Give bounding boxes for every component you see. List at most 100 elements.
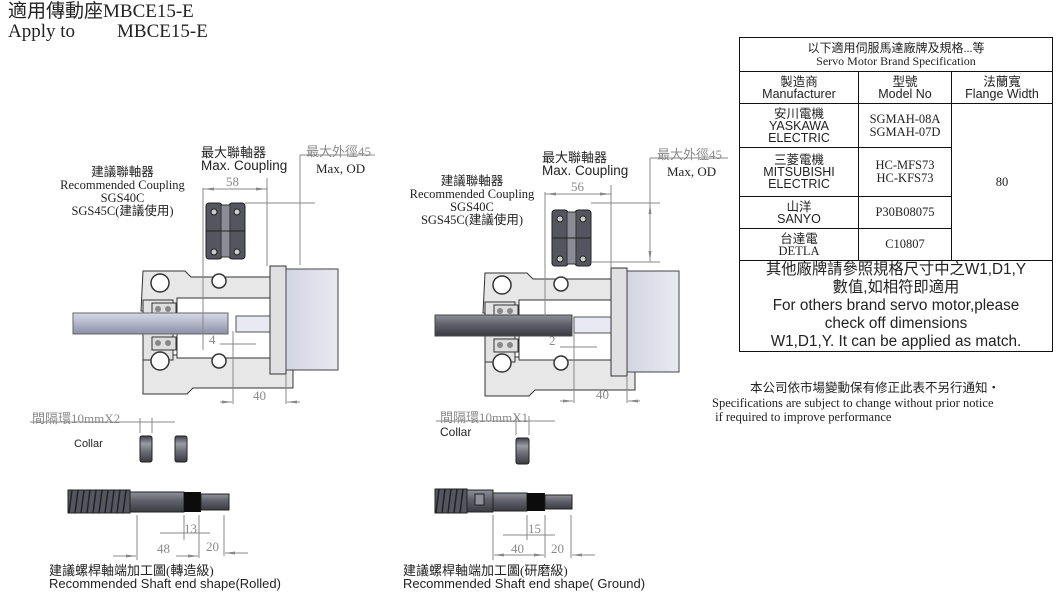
left-motor-dimension: 40 bbox=[253, 388, 266, 403]
left-motor bbox=[285, 268, 339, 371]
right-shaft-caption-zh: 建議螺桿軸端加工圖(研磨級) bbox=[403, 563, 568, 578]
right-rec-coupling-model-2: SGS45C(建議使用) bbox=[420, 213, 524, 227]
left-coupling-length: 58 bbox=[226, 174, 239, 189]
column-header-zh: 型號 bbox=[892, 74, 918, 89]
left-shaft-caption: 建議螺桿軸端加工圖(轉造級) Recommended Shaft end sha… bbox=[49, 564, 281, 590]
spec-table-title-zh: 以下適用伺服馬達廠牌及規格...等 bbox=[807, 41, 985, 55]
manufacturer-en: ELECTRIC bbox=[768, 130, 830, 145]
model-no: SGMAH-07D bbox=[869, 124, 941, 139]
left-collar-en: Collar bbox=[74, 438, 103, 450]
right-rec-coupling-en: Recommended Coupling bbox=[409, 187, 535, 201]
left-rec-coupling-model-1: SGS40C bbox=[100, 191, 145, 205]
right-shaft-dim-40: 40 bbox=[511, 541, 524, 556]
right-collar-zh: 間隔環10mmX1 bbox=[440, 410, 529, 425]
manufacturer-en: DETLA bbox=[778, 243, 820, 258]
model-no: HC-KFS73 bbox=[876, 171, 934, 185]
manufacturer-cell: 安川電機 YASKAWA ELECTRIC bbox=[739, 103, 859, 148]
right-shaft-dim-20: 20 bbox=[551, 541, 564, 556]
right-max-coupling-zh: 最大聯軸器 bbox=[542, 150, 608, 165]
flange-width-cell: 80 bbox=[951, 103, 1053, 261]
note-zh-line-2: 數值,如相符即適用 bbox=[832, 279, 960, 296]
column-header-model: 型號 Model No bbox=[858, 71, 952, 104]
right-collars bbox=[436, 416, 555, 465]
notice-zh: 本公司依市場變動保有修正此表不另行通知・ bbox=[750, 381, 1001, 395]
left-max-coupling-zh: 最大聯軸器 bbox=[201, 145, 267, 160]
left-shaft-caption-en: Recommended Shaft end shape(Rolled) bbox=[49, 576, 281, 591]
left-rec-coupling-zh: 建議聯軸器 bbox=[91, 165, 154, 179]
column-header-en: Flange Width bbox=[965, 86, 1039, 101]
left-shaft-caption-zh: 建議螺桿軸端加工圖(轉造級) bbox=[49, 563, 214, 578]
column-header-en: Model No bbox=[878, 86, 932, 101]
manufacturer-zh: 台達電 bbox=[780, 231, 818, 246]
left-collar-zh: 間隔環10mmX2 bbox=[32, 411, 121, 426]
right-rec-coupling-model-1: SGS40C bbox=[450, 200, 494, 214]
servo-motor-spec-table: 以下適用伺服馬達廠牌及規格...等 Servo Motor Brand Spec… bbox=[739, 37, 1053, 352]
manufacturer-en: MITSUBISHI bbox=[763, 165, 835, 179]
left-flange bbox=[269, 265, 287, 375]
title-english: Apply to MBCE15-E bbox=[8, 22, 208, 42]
table-row: 山洋 SANYO P30B08075 bbox=[739, 196, 1053, 229]
right-recommended-coupling: 建議聯軸器 Recommended Coupling SGS40C SGS45C… bbox=[402, 175, 542, 227]
right-max-od-en: Max, OD bbox=[667, 164, 717, 179]
manufacturer-zh: 三菱電機 bbox=[773, 153, 824, 167]
left-shaft-dim-13: 13 bbox=[184, 521, 197, 536]
notice-en-line-2: if required to improve performance bbox=[712, 410, 892, 424]
left-rec-coupling-en: Recommended Coupling bbox=[60, 178, 185, 192]
left-recommended-coupling: 建議聯軸器 Recommended Coupling SGS40C SGS45C… bbox=[50, 166, 195, 218]
right-screw-shaft bbox=[434, 314, 573, 337]
table-row: 安川電機 YASKAWA ELECTRIC SGMAH-08A SGMAH-07… bbox=[739, 103, 1053, 261]
right-assembly bbox=[434, 157, 728, 403]
left-assembly bbox=[72, 154, 375, 404]
right-collar-en: Collar bbox=[440, 425, 472, 439]
manufacturer-cell: 台達電 DETLA bbox=[739, 228, 859, 261]
model-cell: C10807 bbox=[858, 228, 952, 261]
right-shaft-caption-en: Recommended Shaft end shape( Ground) bbox=[403, 576, 646, 591]
left-gap-dimension: 4 bbox=[209, 332, 216, 347]
manufacturer-cell: 山洋 SANYO bbox=[739, 196, 859, 229]
right-motor bbox=[626, 270, 680, 373]
model-cell: P30B08075 bbox=[858, 196, 952, 229]
left-max-coupling-en: Max. Coupling bbox=[201, 158, 288, 173]
right-shaft-caption: 建議螺桿軸端加工圖(研磨級) Recommended Shaft end sha… bbox=[403, 564, 645, 590]
left-coupling bbox=[205, 202, 246, 260]
model-cell: SGMAH-08A SGMAH-07D bbox=[858, 103, 952, 148]
column-header-flange: 法蘭寬 Flange Width bbox=[951, 71, 1053, 104]
left-max-od-zh: 最大外徑45 bbox=[306, 144, 372, 159]
right-max-coupling-en: Max. Coupling bbox=[542, 163, 629, 178]
manufacturer-cell: 三菱電機 MITSUBISHI ELECTRIC bbox=[739, 147, 859, 197]
manufacturer-zh: 山洋 bbox=[786, 199, 812, 214]
left-shaft-end bbox=[67, 489, 248, 560]
right-max-coupling: 最大聯軸器 Max. Coupling bbox=[542, 151, 628, 177]
notice-en-line-1: Specifications are subject to change wit… bbox=[712, 396, 994, 410]
model-no: C10807 bbox=[885, 237, 925, 251]
table-row: 台達電 DETLA C10807 bbox=[739, 228, 1053, 261]
column-header-zh: 製造商 bbox=[780, 74, 818, 89]
right-coupling-length: 56 bbox=[571, 179, 584, 194]
model-no: SGMAH-08A bbox=[869, 111, 941, 126]
manufacturer-en: SANYO bbox=[777, 211, 821, 226]
note-en-line-3: W1,D1,Y. It can be applied as match. bbox=[770, 333, 1022, 350]
right-flange bbox=[610, 267, 628, 377]
model-cell: HC-MFS73 HC-KFS73 bbox=[858, 147, 952, 197]
note-zh-line-1: 其他廠牌請參照規格尺寸中之W1,D1,Y bbox=[765, 261, 1027, 278]
left-screw-shaft bbox=[72, 312, 229, 335]
right-gap-dimension: 2 bbox=[549, 333, 556, 348]
right-motor-dimension: 40 bbox=[596, 387, 609, 402]
title-model: MBCE15-E bbox=[117, 21, 208, 42]
right-coupling bbox=[551, 209, 592, 267]
title-chinese: 適用傳動座MBCE15-E bbox=[8, 1, 194, 22]
left-collars bbox=[30, 418, 188, 463]
column-header-zh: 法蘭寬 bbox=[983, 74, 1021, 89]
manufacturer-en: YASKAWA bbox=[769, 118, 829, 133]
right-shaft-end bbox=[434, 488, 595, 560]
left-shaft-dim-20: 20 bbox=[206, 539, 219, 554]
table-row: 三菱電機 MITSUBISHI ELECTRIC HC-MFS73 HC-KFS… bbox=[739, 147, 1053, 197]
right-rec-coupling-zh: 建議聯軸器 bbox=[440, 174, 504, 188]
spec-table-title: 以下適用伺服馬達廠牌及規格...等 Servo Motor Brand Spec… bbox=[739, 37, 1053, 72]
title-prefix: Apply to bbox=[8, 21, 76, 42]
column-header-manufacturer: 製造商 Manufacturer bbox=[739, 71, 859, 104]
column-header-en: Manufacturer bbox=[762, 86, 836, 101]
left-max-od-en: Max, OD bbox=[316, 161, 366, 176]
right-shaft-dim-15: 15 bbox=[528, 521, 541, 536]
